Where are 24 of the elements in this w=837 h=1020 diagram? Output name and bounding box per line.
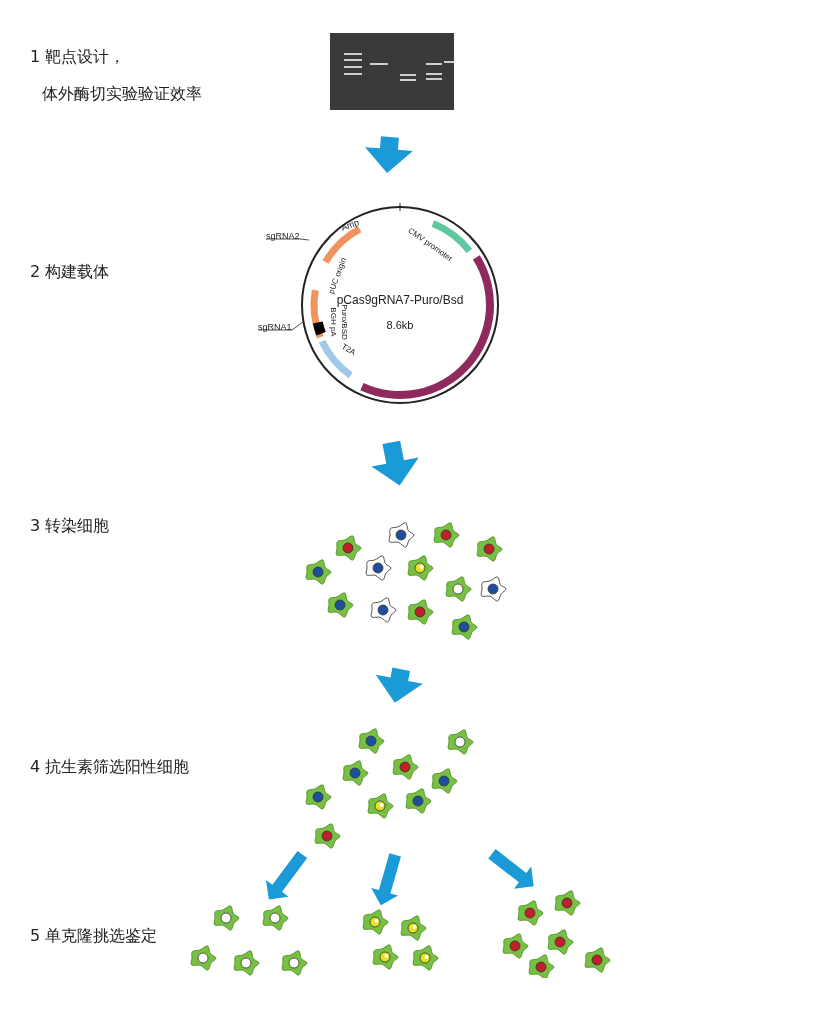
arrow	[371, 853, 401, 906]
feature-label: sgRNA2	[266, 231, 300, 241]
step-label: 4 抗生素筛选阳性细胞	[30, 757, 190, 778]
leader-line	[257, 321, 304, 331]
plasmid-title: pCas9gRNA7-Puro/Bsd	[336, 294, 464, 306]
step-label: 5 单克隆挑选鉴定	[30, 926, 158, 947]
arrow	[488, 849, 534, 889]
feature-label: Amp	[339, 217, 361, 233]
arrow	[371, 440, 419, 486]
step-label: 1 靶点设计，	[30, 47, 126, 68]
arrow	[266, 850, 308, 900]
feature-label: sgRNA1	[258, 322, 292, 332]
step-label: 体外酶切实验验证效率	[42, 84, 202, 105]
feature-label: Puro/BSD	[340, 304, 348, 340]
step-label: 2 构建载体	[30, 262, 110, 283]
gel-photo	[330, 33, 454, 110]
leader-line	[265, 238, 310, 241]
feature-label: pUC origin	[327, 256, 349, 296]
feature-label: BGH pA	[329, 307, 337, 337]
arrow	[365, 136, 413, 173]
feature-label: T2A	[339, 342, 357, 358]
plasmid-title: 8.6kb	[386, 319, 414, 331]
step-label: 3 转染细胞	[30, 516, 110, 537]
arrow	[375, 667, 423, 703]
